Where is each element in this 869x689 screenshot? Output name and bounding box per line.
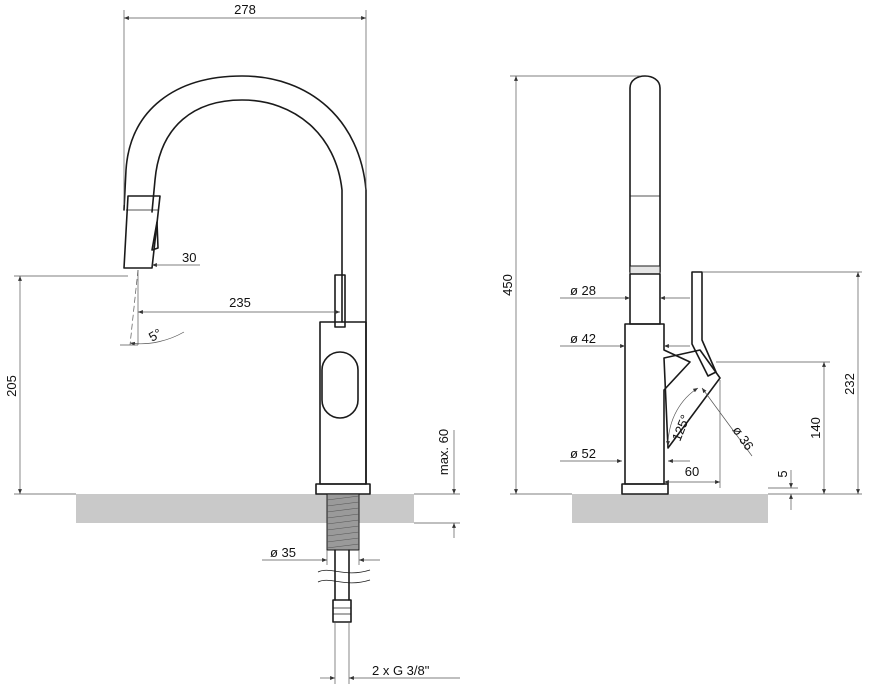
front-countertop	[76, 494, 414, 523]
dim-overall-width: 278	[234, 2, 256, 17]
front-hose-fitting	[332, 599, 352, 623]
dim-supply-hoses: 2 x G 3/8"	[372, 663, 430, 678]
side-lever	[691, 271, 717, 377]
dim-body-upper-diameter: ø 42	[570, 331, 596, 346]
front-handle-knob	[321, 351, 359, 419]
dim-spout-height: 205	[4, 375, 19, 397]
front-spray-head	[123, 195, 161, 269]
side-neck	[629, 273, 661, 325]
dim-spout-reach: 235	[229, 295, 251, 310]
front-view: 278 30 235 5° 205 max. 60 ø 35 2 x	[4, 2, 460, 684]
side-spray-grip	[629, 265, 661, 275]
front-spray-centerline	[129, 269, 139, 346]
dim-neck-diameter: ø 28	[570, 283, 596, 298]
dim-overall-height: 450	[500, 274, 515, 296]
dim-lever-offset: 60	[685, 464, 699, 479]
dim-spray-head-diameter: 30	[182, 250, 196, 265]
dim-lever-height: 232	[842, 373, 857, 395]
front-spout	[123, 75, 367, 485]
side-countertop	[572, 494, 768, 523]
side-body	[624, 323, 691, 485]
dim-lever-diameter: ø 36	[730, 423, 757, 453]
dim-deck-thickness: max. 60	[436, 429, 451, 475]
dim-lever-angle: 125°	[669, 413, 693, 444]
dim-shank-diameter: ø 35	[270, 545, 296, 560]
dim-base-ring-height: 5	[775, 470, 790, 477]
dim-base-diameter: ø 52	[570, 446, 596, 461]
front-handle-stem	[334, 274, 346, 328]
side-base	[621, 483, 669, 495]
front-hose-break	[317, 569, 371, 584]
side-spout-tube	[629, 75, 661, 273]
front-body	[319, 321, 367, 485]
front-spray-button	[151, 221, 159, 251]
front-spout-inner	[151, 99, 343, 323]
front-base	[315, 483, 371, 495]
front-shank-thread	[326, 495, 360, 549]
dim-spray-angle: 5°	[146, 325, 164, 344]
dim-lever-pivot-height: 140	[808, 417, 823, 439]
side-view: 450 ø 28 ø 42 ø 52 60 125° ø 36 232 140	[500, 75, 862, 523]
